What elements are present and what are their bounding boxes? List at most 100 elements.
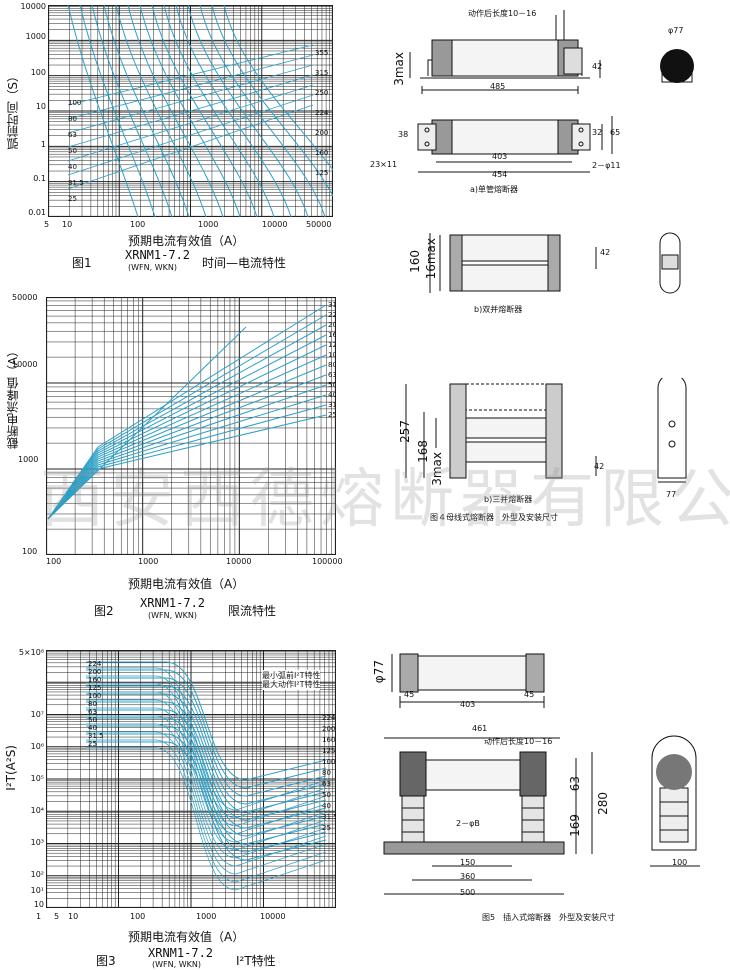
fig2-ytick: 1000 [18, 455, 39, 464]
fig3-curve-min [86, 699, 327, 843]
fig3-curve [86, 677, 327, 797]
fig1-yticks: 10000 1000 100 10 1 0.1 0.01 [20, 2, 46, 217]
fig1-model-sub: (WFN, WKN) [128, 263, 177, 272]
fig3-curve [86, 741, 327, 861]
fig3-xtick: 1 [36, 912, 42, 921]
fig3-left-label: 125 [88, 684, 101, 692]
fig1-curve [187, 5, 309, 217]
fig5-dim-phi77: φ77 [372, 660, 386, 684]
fig3-left-label: 50 [88, 716, 97, 724]
fig3-left-label: 100 [88, 692, 101, 700]
fig5-dim-500: 500 [460, 888, 476, 897]
fig2-model: XRNM1-7.2 [140, 596, 206, 610]
fig3-curve-min [86, 691, 327, 835]
fig4-dim-3max: 3max [392, 52, 406, 86]
fig2-envelope [47, 326, 247, 520]
fig4-triple-fuse-drawing [405, 378, 687, 483]
fig5-dim-action: 动作后长度10－16 [484, 737, 553, 746]
fig4-dim-2phi11: 2－φ11 [592, 161, 621, 170]
fig2-curve-label: 100 [328, 351, 336, 359]
fig4-dim-phi: φ77 [668, 26, 684, 35]
fig2-curve-label: 25 [328, 411, 336, 419]
fig3-legend-min: 最小弧前I²T特性 [262, 670, 321, 681]
fig3-right-label: 224 [322, 714, 336, 722]
fig1-curve-label: 355 [315, 49, 328, 57]
fig1-curve-label: 160 [315, 149, 328, 157]
fig5-dim-169: 169 [568, 814, 582, 837]
fig2-xlabel: 预期电流有效值（A） [128, 577, 245, 591]
fig3-curve-min [86, 707, 327, 851]
fig3-curve-min [86, 683, 327, 827]
fig4-dim-32: 32 [592, 128, 603, 137]
fig3-right-label: 200 [322, 725, 335, 733]
fig3-left-label: 224 [88, 660, 102, 668]
fig3-curve [86, 693, 327, 813]
fig2-title: 图2 [94, 604, 114, 618]
fig2-current-limiting-chart: 3152242001601251008063504031.525 [46, 297, 336, 555]
fig3-xtick: 10000 [260, 912, 286, 921]
fig4-caption-c: b)三并熔断器 [484, 495, 533, 504]
fig4-dim-485: 485 [490, 82, 506, 91]
fig4-dim-action: 动作后长度10－16 [468, 9, 537, 18]
fig3-i2t-chart: 2242001601251008063504031.52522420016012… [46, 650, 336, 908]
fig4-dim-77: 77 [666, 490, 677, 499]
fig1-curve-label: 250 [315, 89, 328, 97]
fig3-curve [86, 701, 327, 821]
fig4-dim-257: 257 [398, 420, 412, 443]
fig2-curve-label: 125 [328, 341, 336, 349]
fig3-curve-min [86, 747, 327, 891]
fig1-curve-rising [67, 104, 314, 190]
fig1-curve [91, 5, 173, 217]
fig2-curve-label: 40 [328, 391, 336, 399]
fig1-curve-label: 80 [68, 115, 77, 123]
fig3-xtick: 5 [54, 912, 60, 921]
fig3-left-label: 80 [88, 700, 97, 708]
fig3-xtick: 100 [130, 912, 146, 921]
fig3-curve-min [86, 715, 327, 859]
fig2-xtick: 100000 [312, 557, 343, 566]
fig3-curve [86, 661, 327, 781]
fig4-title: 图４母线式熔断器 外型及安装尺寸 [430, 513, 558, 522]
fig1-xtick: 10000 [262, 220, 288, 229]
fig2-curve-label: 31.5 [328, 401, 336, 409]
fig1-curve-label: 25 [68, 195, 77, 203]
fig3-left-label: 160 [88, 676, 101, 684]
fig1-curve-rising [67, 54, 314, 120]
fig1-curve-rising [67, 84, 314, 162]
fig3-curve [86, 733, 327, 853]
fig4-dim-42c: 42 [594, 462, 605, 471]
fig1-curve [211, 5, 333, 198]
fig2-caption: 限流特性 [228, 604, 277, 618]
fig3-curve [86, 685, 327, 805]
fig3-title: 图3 [96, 954, 116, 968]
fig1-xtick: 50000 [306, 220, 332, 229]
fig5-dim-63: 63 [568, 776, 582, 792]
fig1-caption: 时间—电流特性 [202, 256, 287, 270]
fig4-dim-160: 160 [408, 250, 422, 273]
fig3-right-label: 40 [322, 802, 331, 810]
fig5-dim-2phiB: 2－φB [456, 819, 480, 828]
fig2-xtick: 10000 [226, 557, 252, 566]
fig5-dim-45b: 45 [524, 690, 535, 699]
fig3-left-label: 25 [88, 740, 97, 748]
fig2-curve-label: 160 [328, 331, 336, 339]
fig1-xtick: 1000 [198, 220, 219, 229]
fig5-title: 图5 插入式熔断器 外型及安装尺寸 [482, 913, 616, 922]
fig4-dim-403: 403 [492, 152, 508, 161]
fig1-curve-label: 200 [315, 129, 328, 137]
fig3-xtick: 10 [68, 912, 79, 921]
fig3-left-label: 31.5 [88, 732, 104, 740]
fig4-dim-16max: 16max [424, 238, 438, 280]
fig5-dim-45a: 45 [404, 690, 415, 699]
fig1-title: 图1 [72, 256, 92, 270]
fig1-curve-label: 50 [68, 147, 77, 155]
fig3-legend-max: 最大动作I²T特性 [262, 679, 321, 690]
fig5-dim-100: 100 [672, 858, 688, 867]
fig3-curve-min [86, 731, 327, 875]
fig2-ytick: 100 [22, 547, 38, 556]
fig1-curve [115, 5, 207, 217]
fig1-curve-label: 315 [315, 69, 328, 77]
fig2-curve-label: 50 [328, 381, 336, 389]
fig2-curve-label: 200 [328, 321, 336, 329]
fig5-dim-280: 280 [596, 792, 610, 815]
